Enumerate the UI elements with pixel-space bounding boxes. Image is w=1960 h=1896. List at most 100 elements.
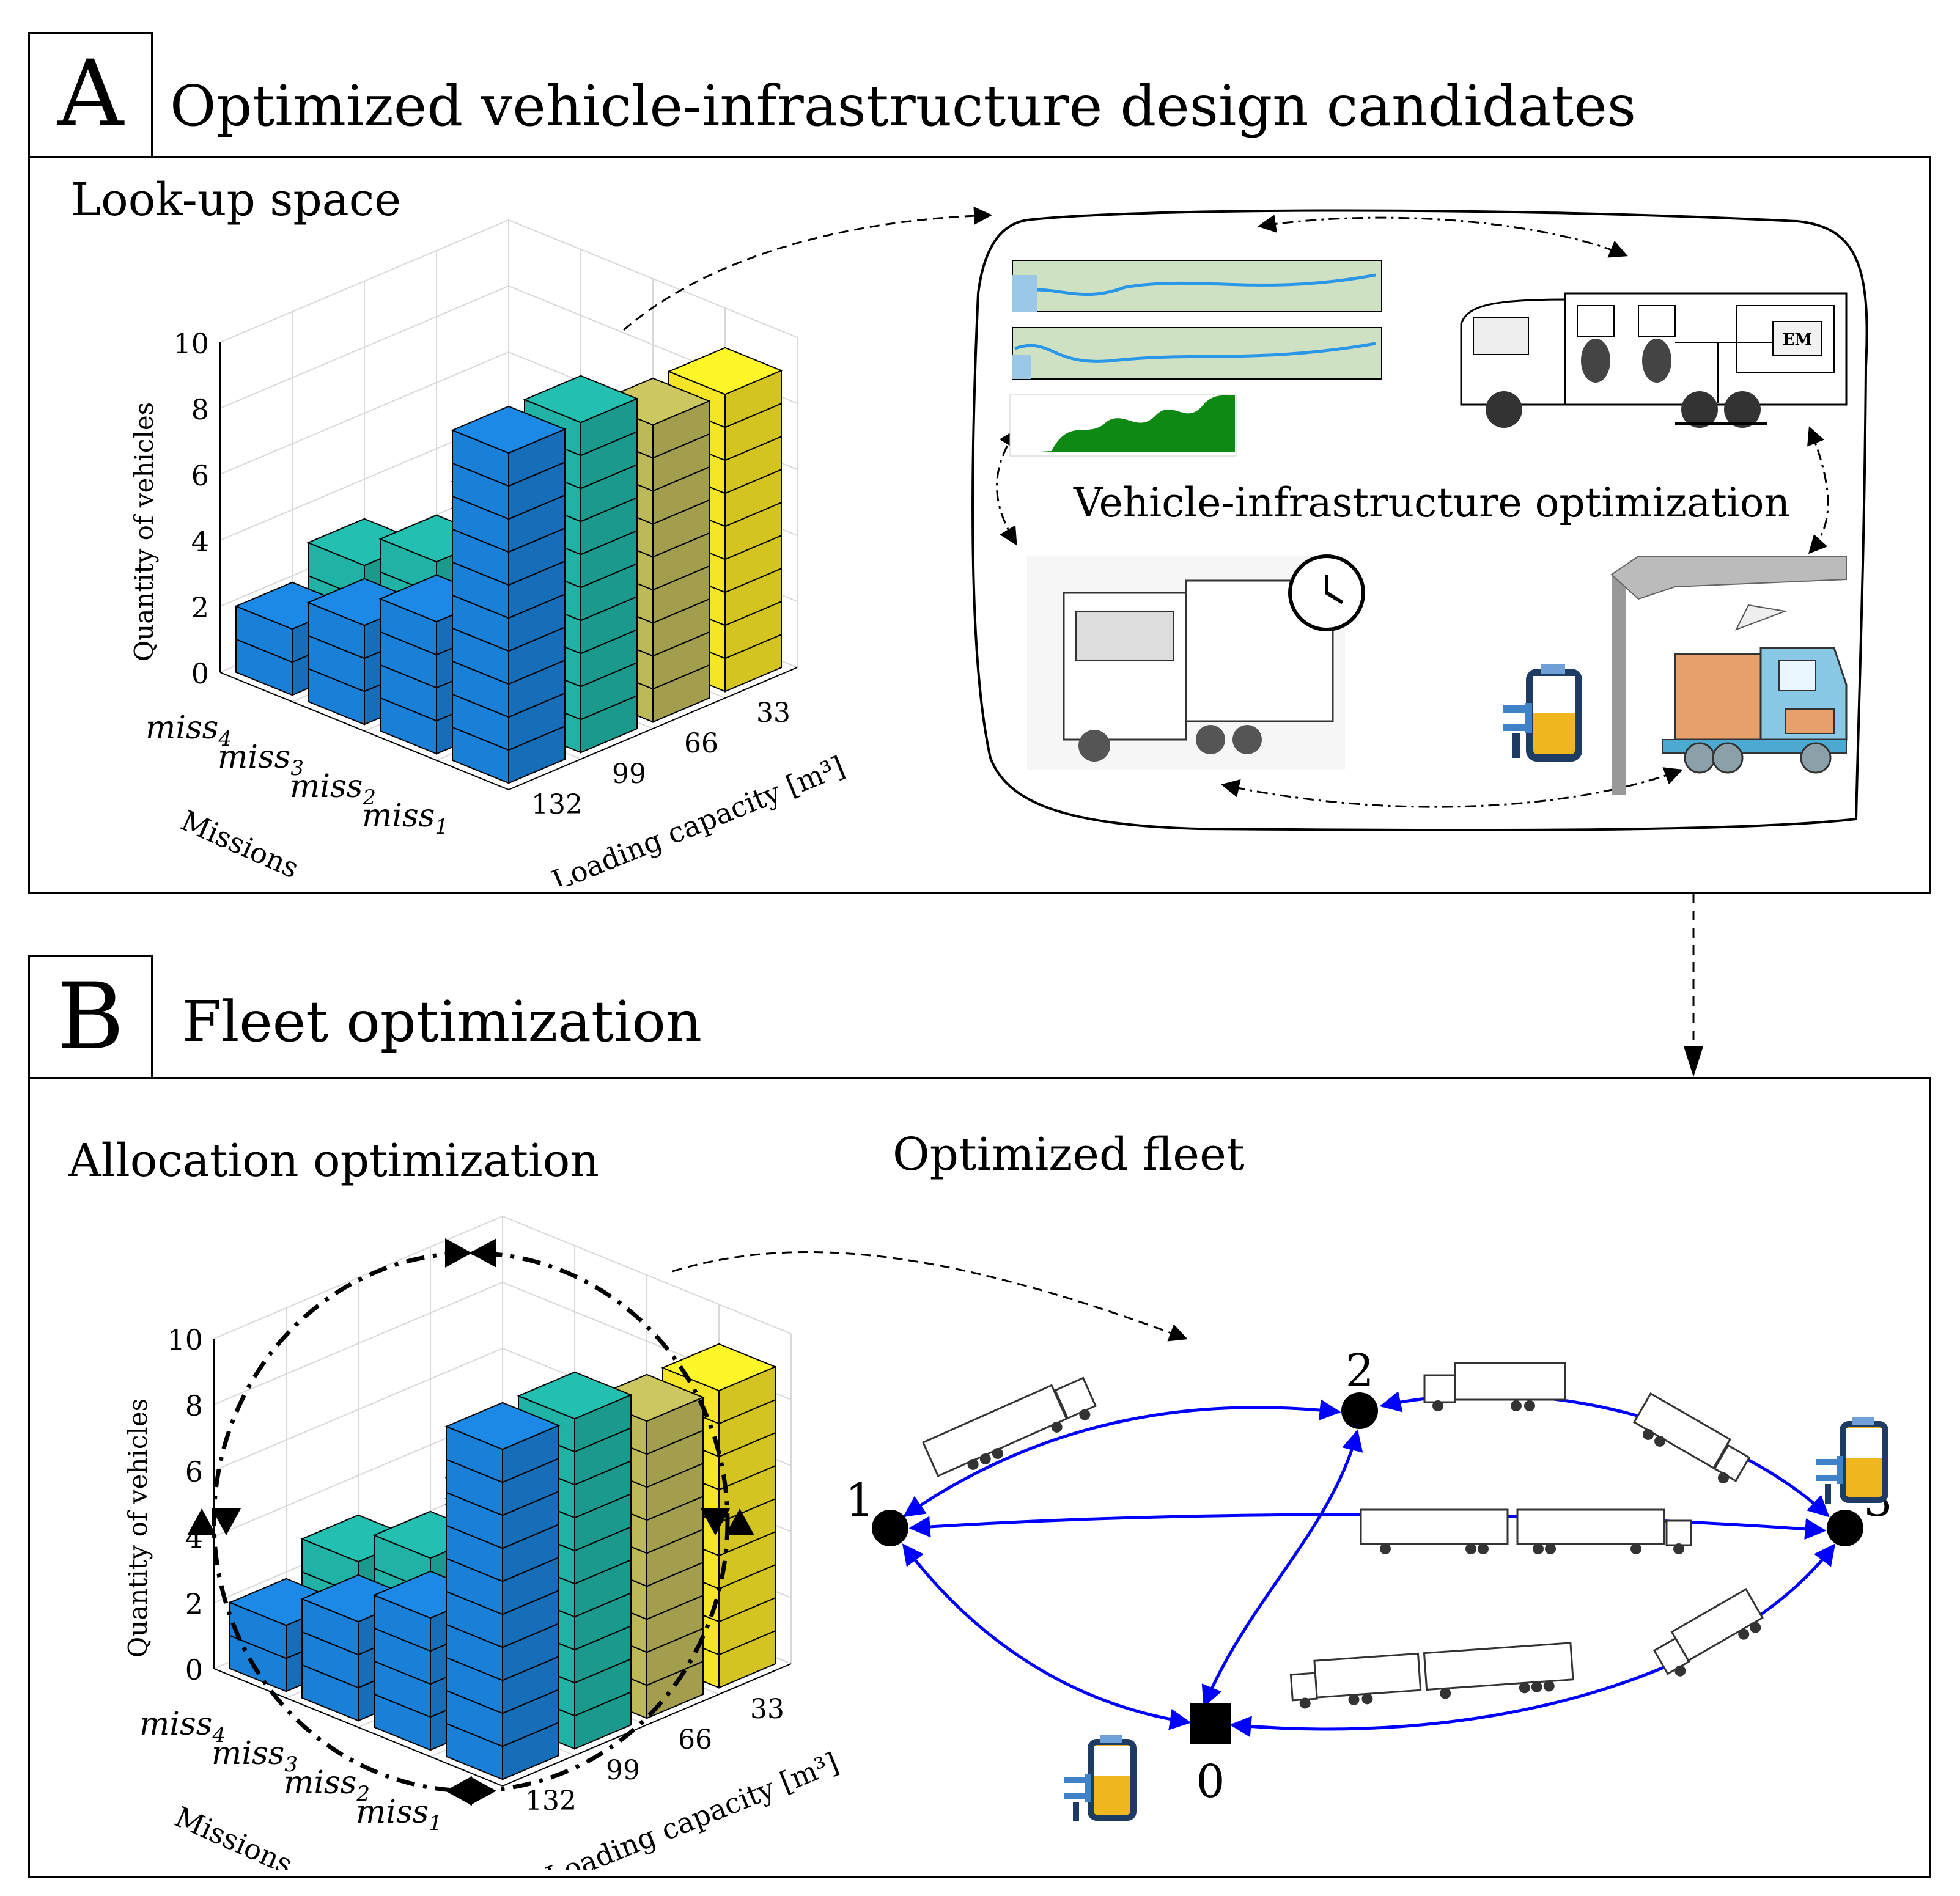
- panel-b-frame: [28, 1077, 1931, 1878]
- mission-tick-subscript: 4: [212, 1723, 226, 1747]
- mission-tick-subscript: 4: [218, 727, 232, 751]
- panel-b-letter-box: B: [28, 955, 153, 1079]
- capacity-axis: [502, 1663, 792, 1787]
- truck-icon-0-3-short: [1652, 1587, 1764, 1677]
- edge-0-3: [1229, 1543, 1836, 1738]
- node-1: [872, 1510, 908, 1546]
- allocation-optimization-label: Allocation optimization: [68, 1134, 599, 1187]
- bar-block: [446, 1457, 559, 1516]
- truck-icon-0-3-long: [1289, 1642, 1574, 1709]
- bar-block: [452, 659, 566, 718]
- allocation-loop-arrows: [187, 1238, 754, 1806]
- mission-axis: [219, 672, 509, 790]
- node-label-1: 1: [845, 1474, 874, 1527]
- bars: [234, 347, 783, 784]
- lookup-to-optimization-arrow: [623, 206, 992, 331]
- bar-block: [444, 1402, 561, 1483]
- node-0: [1190, 1703, 1231, 1744]
- z-tick-label: 0: [191, 657, 209, 690]
- panel-b-letter: B: [56, 964, 125, 1070]
- mission-tick-label: miss3: [212, 1735, 298, 1777]
- battery-charge-icon: [1503, 664, 1582, 762]
- route-map-1: [1012, 260, 1382, 312]
- mission-tick-subscript: 3: [290, 756, 304, 781]
- optimized-fleet-graph: 0123: [672, 1251, 1893, 1821]
- allocation-to-fleet-arrow: [672, 1251, 1188, 1342]
- panel-a-to-b-arrow: [1684, 894, 1703, 1077]
- mission-axis-label: Missions: [170, 1800, 298, 1870]
- panel-a-letter-box: A: [28, 32, 153, 158]
- vehicle-infrastructure-optimization-diagram: EM: [623, 206, 1868, 832]
- truck-icon-1-3: [1360, 1508, 1692, 1554]
- edge-2-3: [1379, 1391, 1830, 1518]
- z-tick-label: 10: [173, 327, 209, 360]
- capacity-tick-label: 33: [756, 697, 790, 729]
- em-label: EM: [1783, 331, 1813, 349]
- mission-tick-label: miss1: [362, 798, 448, 839]
- mission-tick-label: miss1: [356, 1794, 442, 1835]
- edge-1-2: [903, 1399, 1341, 1518]
- capacity-axis: [508, 667, 798, 790]
- charging-station-with-truck: [1610, 556, 1848, 795]
- node-label-0: 0: [1196, 1755, 1225, 1808]
- truck-icon-1-2: [922, 1376, 1097, 1477]
- z-tick-label: 8: [191, 393, 209, 426]
- z-tick-label: 6: [191, 459, 209, 492]
- z-tick-label: 2: [185, 1587, 203, 1620]
- optimization-cloud-outline: [971, 209, 1868, 832]
- capacity-tick-label: 99: [606, 1755, 640, 1786]
- mission-tick-label: miss4: [139, 1706, 226, 1747]
- mission-tick-subscript: 1: [429, 1811, 442, 1835]
- truck-icon-2: [1423, 1362, 1566, 1411]
- z-tick-label: 0: [185, 1653, 203, 1686]
- mission-axis: [213, 1668, 503, 1787]
- mission-tick-subscript: 1: [435, 815, 448, 839]
- truck-powertrain-schematic: EM: [1460, 292, 1848, 428]
- elevation-profile: [1009, 394, 1237, 457]
- capacity-tick-label: 66: [678, 1724, 712, 1755]
- capacity-tick-label: 132: [525, 1785, 577, 1817]
- mission-tick-subscript: 2: [356, 1782, 370, 1806]
- route-map-2: [1012, 327, 1382, 380]
- bar-block: [451, 405, 567, 487]
- optimized-fleet-label: Optimized fleet: [893, 1128, 1245, 1181]
- capacity-tick-label: 33: [750, 1694, 784, 1725]
- mission-tick-label: miss2: [284, 1765, 370, 1806]
- z-tick-label: 6: [185, 1455, 203, 1488]
- battery-charge-icon-node-3: [1816, 1417, 1888, 1504]
- mission-tick-label: miss2: [290, 768, 376, 810]
- lookup-space-label: Look-up space: [71, 174, 402, 226]
- vehicle-infrastructure-optimization-label: Vehicle-infrastructure optimization: [1074, 479, 1790, 526]
- sketched-truck-with-clock: [1027, 554, 1365, 770]
- capacity-tick-label: 66: [684, 728, 718, 759]
- panel-a-title: Optimized vehicle-infrastructure design …: [170, 73, 1637, 139]
- panel-a-letter: A: [57, 41, 124, 147]
- panel-a-frame: [28, 156, 1931, 894]
- truck-icon-2-3: [1632, 1392, 1751, 1483]
- capacity-tick-label: 132: [531, 789, 583, 820]
- node-label-2: 2: [1345, 1345, 1374, 1397]
- bar-block: [517, 1371, 633, 1453]
- bar-block: [452, 593, 566, 652]
- z-axis-label: Quantity of vehicles: [123, 1398, 153, 1658]
- mission-tick-label: miss4: [146, 710, 232, 751]
- node-2: [1341, 1392, 1378, 1429]
- mission-tick-label: miss3: [218, 739, 304, 781]
- z-tick-label: 4: [191, 525, 209, 558]
- mission-tick-subscript: 3: [284, 1752, 298, 1777]
- mission-axis-label: Missions: [176, 804, 304, 885]
- mission-tick-subscript: 2: [362, 785, 376, 810]
- z-axis-label: Quantity of vehicles: [129, 402, 159, 661]
- z-tick-label: 2: [191, 591, 209, 624]
- bar-block: [446, 1523, 559, 1582]
- bar-block: [446, 1556, 559, 1615]
- capacity-tick-label: 99: [612, 759, 646, 790]
- edge-0-1: [902, 1543, 1192, 1730]
- z-tick-label: 8: [185, 1389, 203, 1422]
- z-tick-label: 10: [167, 1323, 203, 1356]
- panel-b-title: Fleet optimization: [182, 989, 702, 1054]
- node-3: [1827, 1510, 1863, 1546]
- battery-charge-icon-node-0: [1064, 1735, 1137, 1821]
